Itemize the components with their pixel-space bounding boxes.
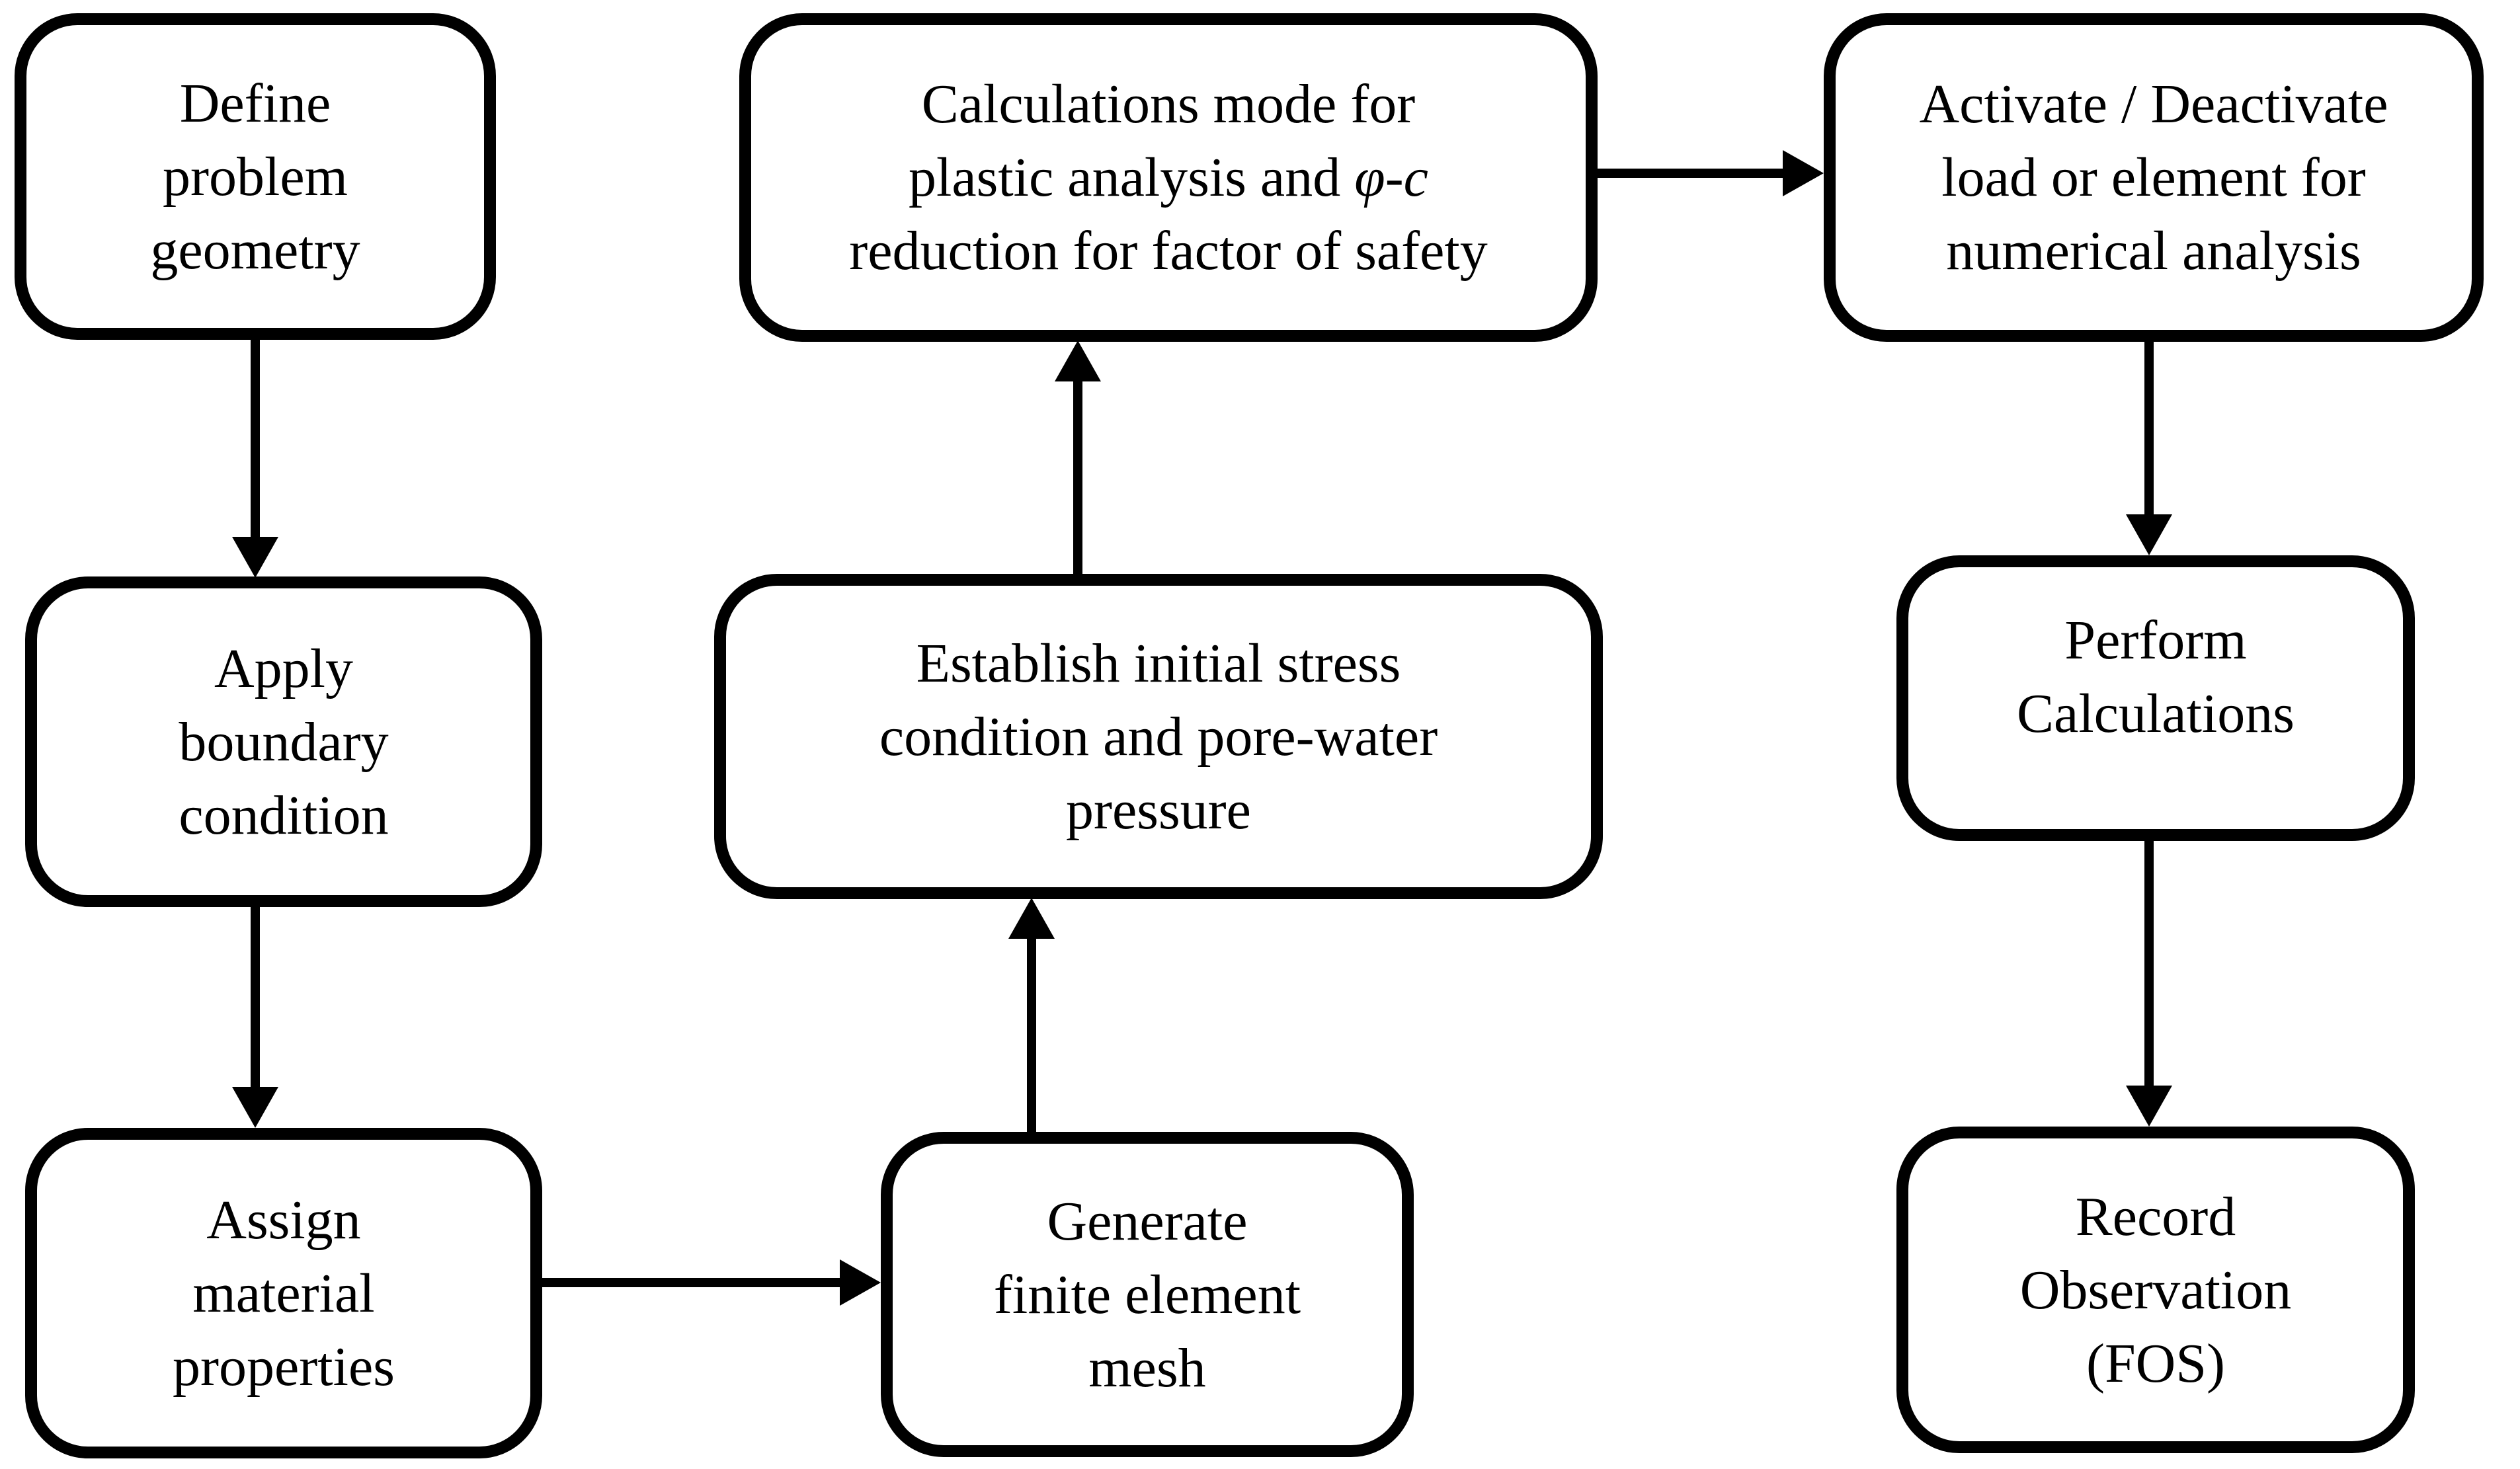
node-generate-finite-element-mesh: Generate finite element mesh xyxy=(881,1132,1414,1457)
node-label-line: Observation xyxy=(2019,1259,2292,1321)
node-label: Apply boundary condition xyxy=(179,632,388,852)
node-record-observation-fos: Record Observation (FOS) xyxy=(1896,1127,2415,1453)
arrow-generate-to-establish-shaft xyxy=(1027,937,1036,1133)
node-label-line: material xyxy=(192,1262,375,1324)
node-label: Record Observation (FOS) xyxy=(2020,1180,2292,1400)
arrow-apply-to-assign-head-icon xyxy=(232,1087,278,1128)
arrow-perform-to-record-head-icon xyxy=(2126,1086,2172,1127)
arrow-perform-to-record-shaft xyxy=(2144,840,2154,1087)
node-label-line: condition xyxy=(179,784,389,846)
node-label-line: geometry xyxy=(150,219,360,281)
node-label-segment: plastic analysis and xyxy=(909,147,1355,208)
node-assign-material-properties: Assign material properties xyxy=(25,1128,542,1458)
node-label-line: reduction for factor of safety xyxy=(849,220,1488,282)
arrow-define-to-apply-head-icon xyxy=(232,537,278,578)
node-label-line: Calculations mode for xyxy=(921,73,1416,135)
node-label: Calculations mode for plastic analysis a… xyxy=(849,67,1488,288)
node-label: Assign material properties xyxy=(173,1183,395,1404)
node-activate-deactivate: Activate / Deactivate load or element fo… xyxy=(1824,13,2484,342)
node-label-line: Apply xyxy=(214,637,353,699)
node-label: Activate / Deactivate load or element fo… xyxy=(1920,67,2388,288)
arrow-establish-to-calcmode-head-icon xyxy=(1055,340,1101,381)
node-label: Establish initial stress condition and p… xyxy=(879,627,1438,847)
node-label: Perform Calculations xyxy=(2017,567,2295,750)
node-label-line: Define xyxy=(179,72,331,134)
arrow-define-to-apply-shaft xyxy=(251,338,260,538)
node-label-line: Activate / Deactivate xyxy=(1919,73,2388,135)
node-label-line: load or element for xyxy=(1941,147,2366,208)
node-label-line: problem xyxy=(163,145,348,208)
node-label-line: boundary xyxy=(179,711,389,773)
node-label-line: properties xyxy=(173,1335,395,1398)
node-calculations-mode: Calculations mode for plastic analysis a… xyxy=(739,13,1598,342)
node-label-line: finite element xyxy=(993,1263,1301,1326)
arrow-establish-to-calcmode-shaft xyxy=(1073,380,1082,575)
node-label-line: Assign xyxy=(206,1189,361,1251)
node-label: Define problem geometry xyxy=(150,67,360,287)
node-apply-boundary-condition: Apply boundary condition xyxy=(25,576,542,907)
node-label-line: plastic analysis and φ-c xyxy=(849,141,1488,214)
node-label-line: Perform xyxy=(2064,610,2247,671)
arrow-activate-to-perform-head-icon xyxy=(2126,514,2172,555)
arrow-apply-to-assign-shaft xyxy=(251,906,260,1090)
arrow-activate-to-perform-shaft xyxy=(2144,340,2154,516)
arrow-generate-to-establish-head-icon xyxy=(1008,898,1055,939)
node-label-line: numerical analysis xyxy=(1946,220,2361,282)
node-label-line: mesh xyxy=(1088,1337,1206,1399)
arrow-assign-to-generate-head-icon xyxy=(840,1259,881,1306)
node-label-segment-italic: φ-c xyxy=(1354,147,1428,208)
node-define-problem-geometry: Define problem geometry xyxy=(15,13,496,340)
node-perform-calculations: Perform Calculations xyxy=(1896,555,2415,841)
node-label-line: Establish initial stress xyxy=(916,632,1401,694)
arrow-calcmode-to-activate-head-icon xyxy=(1783,150,1824,196)
node-label: Generate finite element mesh xyxy=(994,1185,1301,1405)
node-label-line: Generate xyxy=(1047,1190,1248,1252)
node-label-line: Calculations xyxy=(2017,683,2295,744)
node-label-line: condition and pore-water xyxy=(879,705,1438,768)
node-label-line: (FOS) xyxy=(2086,1332,2226,1394)
node-label-line: Record xyxy=(2075,1185,2236,1248)
arrow-calcmode-to-activate-shaft xyxy=(1596,169,1785,178)
arrow-assign-to-generate-shaft xyxy=(541,1278,842,1287)
node-establish-initial-stress: Establish initial stress condition and p… xyxy=(714,574,1603,899)
node-label-line: pressure xyxy=(1066,779,1251,841)
